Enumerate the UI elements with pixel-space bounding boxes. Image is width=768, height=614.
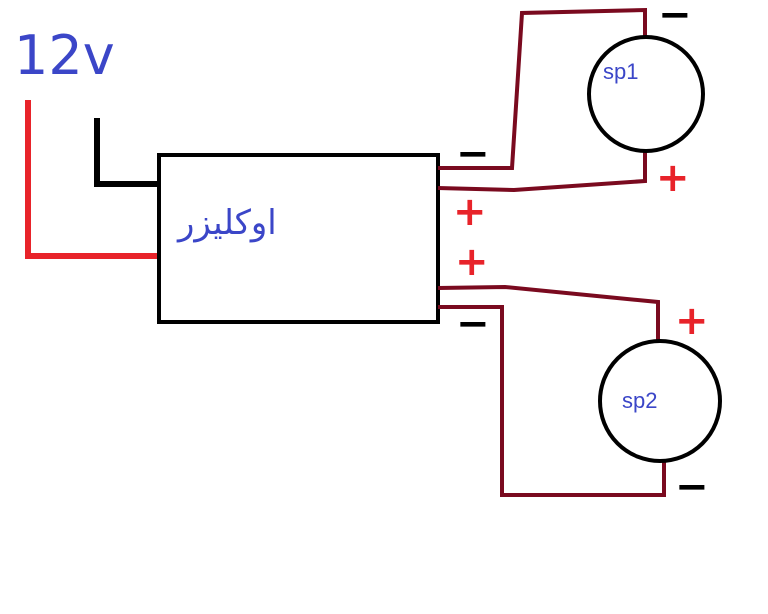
module-out1-minus-sign: −	[456, 131, 490, 177]
module-out1-plus-sign: +	[453, 189, 487, 235]
ground-supply-wire	[94, 118, 160, 187]
module-out2-plus-sign: +	[455, 239, 489, 285]
module-label: اوکلیزر	[176, 203, 277, 243]
sp2-negative-wire	[438, 305, 666, 497]
sp2-positive-wire	[437, 284, 660, 342]
sp1-speaker	[587, 35, 705, 153]
module-box	[157, 153, 440, 324]
sp2-minus-sign: −	[675, 464, 709, 510]
sp1-label: sp1	[603, 59, 638, 84]
sp2-label: sp2	[622, 388, 657, 413]
sp2-speaker	[598, 339, 722, 463]
supply-voltage-label: 12v	[14, 24, 115, 87]
sp1-plus-sign: +	[656, 155, 690, 201]
sp1-positive-wire	[437, 152, 647, 193]
sp1-negative-wire	[438, 7, 647, 170]
sp1-minus-sign: −	[658, 0, 692, 38]
sp2-plus-sign: +	[675, 298, 709, 344]
positive-supply-wire	[25, 100, 160, 259]
module-out2-minus-sign: −	[456, 301, 490, 347]
